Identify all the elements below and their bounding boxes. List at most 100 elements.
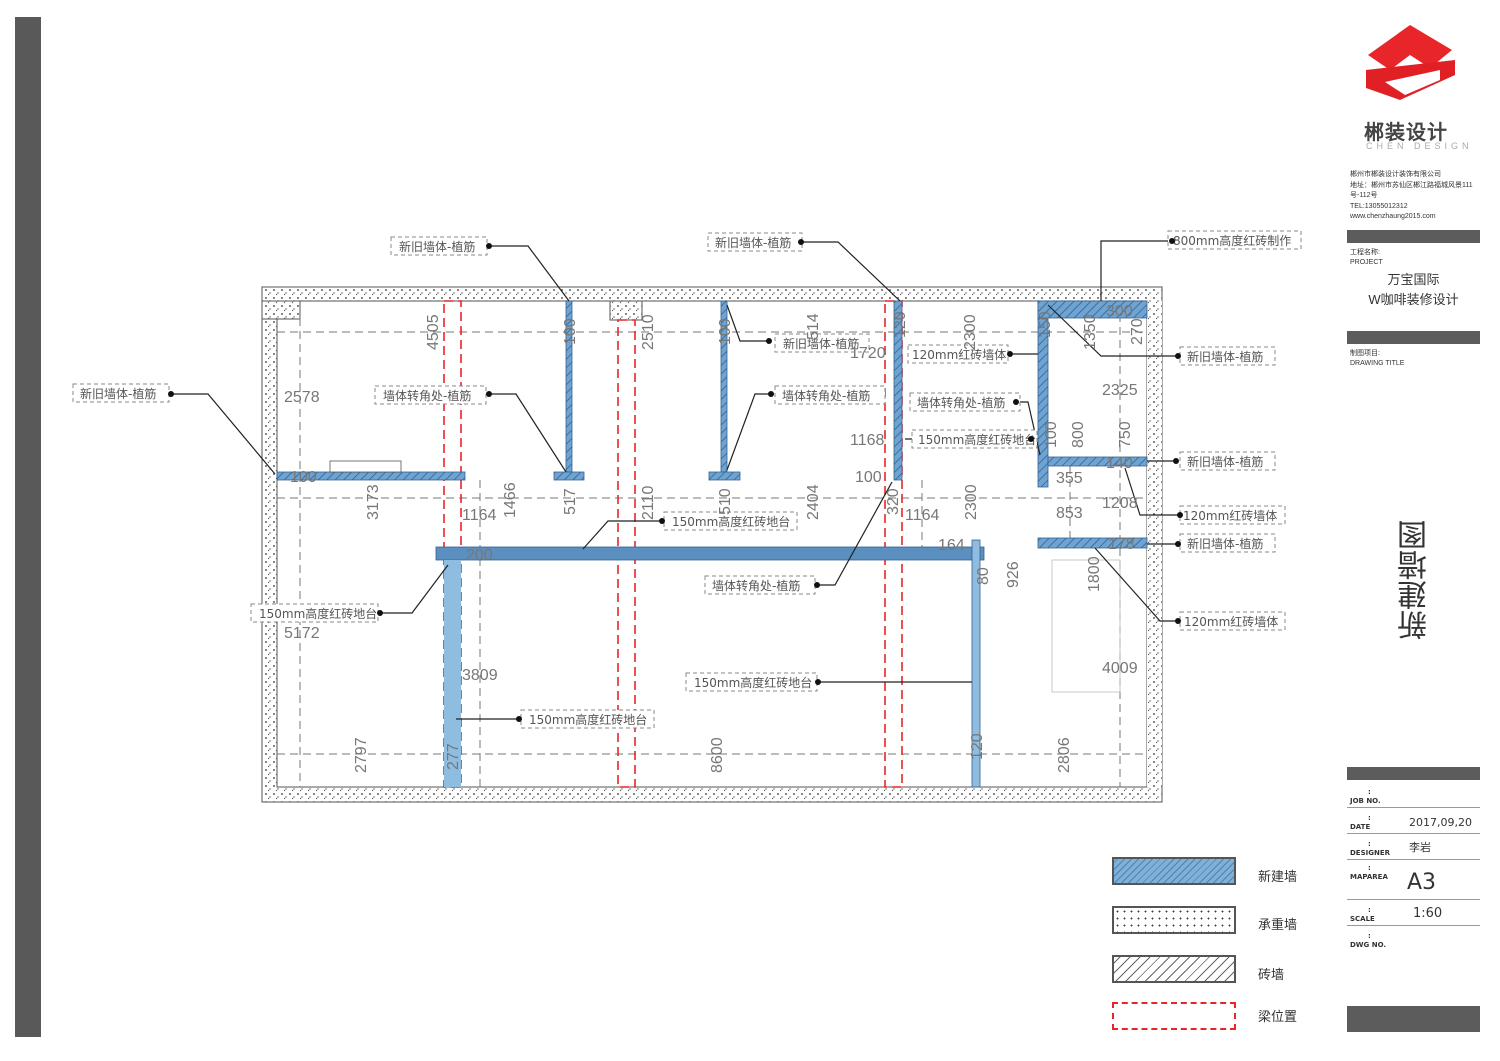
- legend-swatch-brick-wall: [1112, 955, 1236, 983]
- info-key: MAPAREA: [1350, 864, 1388, 881]
- callout-label: 新旧墙体-植筋: [783, 336, 859, 351]
- legend-swatch-bearing-wall: [1112, 906, 1236, 934]
- company-address: 地址：郴州市苏仙区郴江路福城风景111号-112号: [1350, 181, 1473, 200]
- dim: 270: [1129, 318, 1146, 345]
- dim: 200: [466, 547, 493, 564]
- logo-text: 郴装设计: [1364, 122, 1448, 144]
- callout-label: 120mm红砖墙体: [912, 347, 1006, 362]
- dimension-lines: [277, 301, 1147, 787]
- bearing-walls: [261, 286, 1163, 803]
- dim: 164: [938, 537, 965, 554]
- dim: 100: [562, 318, 579, 345]
- callout-label: 150mm高度红砖地台: [672, 514, 790, 529]
- legend-label-new-wall: 新建墙: [1258, 870, 1298, 885]
- dim: 750: [1117, 421, 1134, 448]
- dim: 2404: [805, 484, 822, 520]
- dim: 2325: [1102, 382, 1138, 399]
- info-value: 1:60: [1413, 906, 1443, 921]
- project-name: 万宝国际 W咖啡装修设计: [1347, 270, 1480, 310]
- callout-label: 150mm高度红砖地台: [694, 675, 812, 690]
- title-block-divider: [1347, 767, 1480, 780]
- dim: 800: [1070, 421, 1087, 448]
- callout-label: 150mm高度红砖地台: [529, 712, 647, 727]
- dim: 8600: [709, 737, 726, 773]
- dim: 2510: [640, 314, 657, 350]
- left-margin-bar: [15, 17, 41, 1037]
- dim: 80: [975, 567, 992, 585]
- callout-label: 150mm高度红砖地台: [259, 606, 377, 621]
- dim: 1164: [905, 507, 940, 524]
- dim: 100: [855, 469, 882, 486]
- dim: 2300: [963, 484, 980, 520]
- dim: 100: [290, 469, 317, 486]
- legend-label-bearing-wall: 承重墙: [1258, 918, 1298, 933]
- leader-lines: [171, 240, 1180, 720]
- callout-label: 新旧墙体-植筋: [1187, 349, 1263, 364]
- callout-label: 墙体转角处-植筋: [917, 395, 1005, 410]
- drawing-title-label: 制图项目: DRAWING TITLE: [1350, 349, 1404, 369]
- callout-label: 新旧墙体-植筋: [1187, 536, 1263, 551]
- dim: 355: [1056, 470, 1083, 487]
- dim: 2806: [1056, 737, 1073, 773]
- dim: 4009: [1102, 660, 1138, 677]
- info-key: DATE: [1350, 814, 1371, 831]
- info-value: A3: [1407, 870, 1437, 895]
- dim: 120: [892, 311, 909, 338]
- callout-label: 墙体转角处-植筋: [712, 578, 800, 593]
- callout-label: 新旧墙体-植筋: [1187, 454, 1263, 469]
- info-key: DWG NO.: [1350, 932, 1386, 949]
- title-block-divider: [1347, 230, 1480, 243]
- legend-swatch-new-wall: [1112, 857, 1236, 885]
- info-row-job-no: JOB NO.: [1347, 781, 1480, 808]
- dim: 1164: [462, 507, 497, 524]
- dim: 1466: [502, 482, 519, 518]
- company-website: www.chenzhaung2015.com: [1350, 213, 1436, 220]
- info-value: 2017,09,20: [1409, 816, 1472, 829]
- logo-subtext: CHEN DESIGN: [1366, 141, 1473, 151]
- company-info: 郴州市郴装设计装饰有限公司 地址：郴州市苏仙区郴江路福城风景111号-112号 …: [1350, 170, 1480, 223]
- callout-label: 墙体转角处-植筋: [782, 388, 870, 403]
- dim: 5172: [284, 625, 320, 642]
- project-name-line2: W咖啡装修设计: [1368, 292, 1459, 307]
- info-key: DESIGNER: [1350, 840, 1390, 857]
- dim: 4505: [425, 314, 442, 350]
- legend-swatch-beam: [1112, 1002, 1236, 1030]
- dim: 1168: [850, 432, 885, 449]
- dim: 514: [805, 313, 822, 340]
- info-row-dwg-no: DWG NO.: [1347, 925, 1480, 951]
- company-tel: TEL:13055012312: [1350, 202, 1408, 210]
- dimension-texts: 4505 100 2510 100 514 120 2300 150 1350 …: [284, 303, 1146, 773]
- callout-label: 120mm红砖墙体: [1183, 508, 1277, 523]
- dim: 300: [1106, 303, 1133, 320]
- company-logo: [1366, 25, 1455, 100]
- dim: 140: [1106, 455, 1133, 472]
- callout-label: 800mm高度红砖制作: [1173, 233, 1291, 248]
- dim: 510: [717, 488, 734, 515]
- dim: 3809: [462, 667, 498, 684]
- drawing-title-label-en: DRAWING TITLE: [1350, 360, 1405, 367]
- callout-label: 新旧墙体-植筋: [80, 386, 156, 401]
- dim: 2797: [353, 737, 370, 773]
- project-label-cn: 工程名称:: [1350, 249, 1380, 256]
- company-name: 郴州市郴装设计装饰有限公司: [1350, 171, 1441, 178]
- new-walls: [276, 300, 1148, 788]
- dim: 517: [562, 488, 579, 515]
- callout-label: 150mm高度红砖地台: [918, 432, 1036, 447]
- dim: 1208: [1102, 495, 1138, 512]
- callout-label: 新旧墙体-植筋: [399, 239, 475, 254]
- callout-label: 新旧墙体-植筋: [715, 235, 791, 250]
- callout-labels: 新旧墙体-植筋 新旧墙体-植筋 800mm高度红砖制作 新旧墙体-植筋 新旧墙体…: [72, 230, 1302, 729]
- project-label-en: PROJECT: [1350, 259, 1383, 266]
- info-row-maparea: MAPAREA A3: [1347, 859, 1480, 900]
- leader-dots: [168, 238, 1183, 722]
- dim: 277: [445, 743, 462, 770]
- dim: 320: [885, 488, 902, 515]
- dim: 2300: [962, 314, 979, 350]
- title-block-divider: [1347, 331, 1480, 344]
- info-row-date: DATE 2017,09,20: [1347, 807, 1480, 834]
- dim: 1800: [1086, 556, 1103, 592]
- legend-label-beam: 梁位置: [1258, 1010, 1298, 1025]
